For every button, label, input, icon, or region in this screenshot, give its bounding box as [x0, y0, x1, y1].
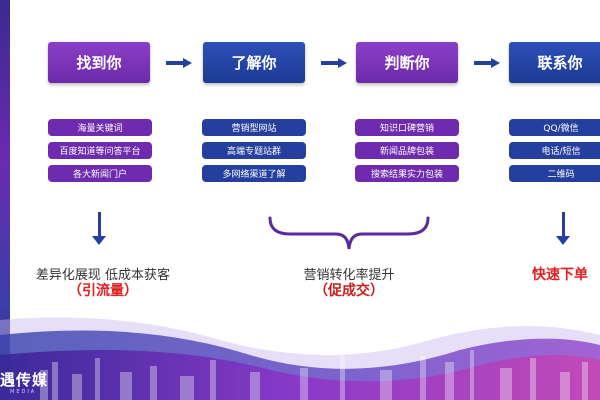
arrow-right-icon: [321, 58, 347, 68]
pill-item: 海量关键词: [48, 119, 152, 136]
left-decorative-strip: [0, 0, 10, 400]
pill-item: 多网络渠道了解: [202, 165, 306, 182]
down-arrow-icon: [556, 236, 570, 245]
brand-logo-text: 遇传媒: [0, 371, 49, 389]
arrow-right-icon: [474, 58, 500, 68]
pill-item: 新闻品牌包装: [355, 142, 459, 159]
step-label: 判断你: [384, 54, 430, 72]
pill-item: 电话/短信: [509, 142, 600, 159]
step-label: 找到你: [76, 54, 122, 72]
outcome-left-text: 差异化展现 低成本获客: [35, 268, 171, 283]
outcome-middle-highlight: （促成交）: [314, 283, 384, 299]
down-arrow-shaft: [98, 212, 101, 238]
arrow-right-icon: [166, 58, 192, 68]
city-skyline-decoration: [0, 317, 600, 400]
step-judge-you: 判断你: [356, 42, 458, 83]
pill-item: 百度知道等问答平台: [48, 142, 152, 159]
outcome-left-highlight: （引流量）: [68, 283, 138, 299]
pill-item: 各大新闻门户: [48, 165, 152, 182]
pill-item: 知识口碑营销: [355, 119, 459, 136]
pill-item: QQ/微信: [509, 119, 600, 136]
step-label: 了解你: [231, 54, 277, 72]
pill-item: 二维码: [509, 165, 600, 182]
outcome-middle-text: 营销转化率提升: [303, 268, 395, 283]
pill-item: 营销型网站: [202, 119, 306, 136]
pill-item: 搜索结果实力包装: [355, 165, 459, 182]
step-understand-you: 了解你: [203, 42, 305, 83]
down-arrow-shaft: [562, 212, 565, 238]
curly-brace-icon: [268, 216, 430, 250]
step-label: 联系你: [537, 54, 583, 72]
pill-item: 高端专题站群: [202, 142, 306, 159]
step-contact-you: 联系你: [509, 42, 600, 83]
down-arrow-icon: [92, 236, 106, 245]
outcome-right-highlight: 快速下单: [532, 267, 588, 283]
brand-logo-subtext: MEDIA: [10, 389, 37, 395]
step-find-you: 找到你: [48, 42, 150, 83]
